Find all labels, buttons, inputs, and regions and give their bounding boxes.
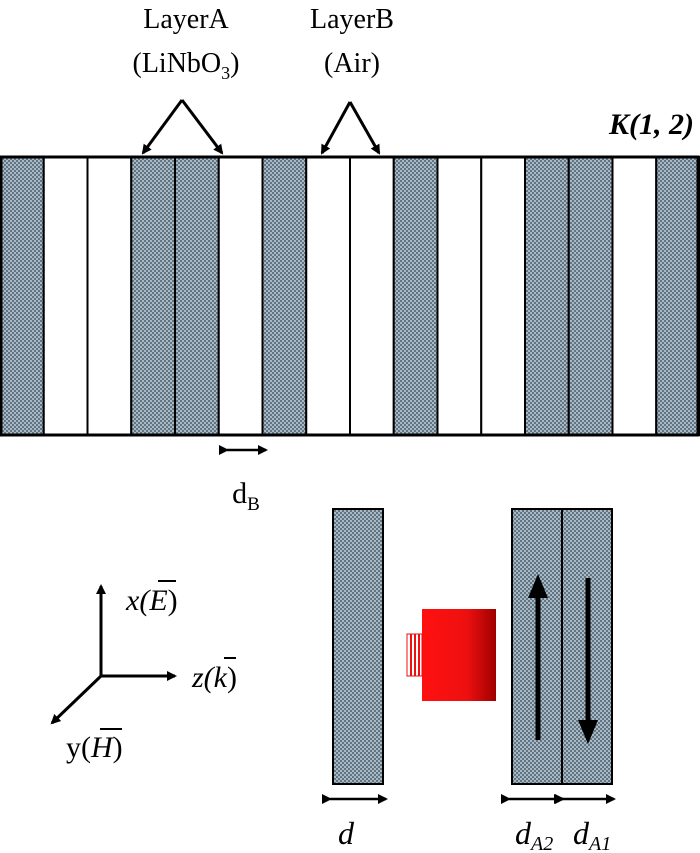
d-a1-sub: A1 [587,833,611,853]
z-axis-symbol: k [214,661,228,694]
stack-outline [0,155,700,437]
layer-a-label: LayerA [143,4,229,35]
layer-stack [0,155,700,437]
layer-a-pointer-arrows [141,99,224,155]
source-body-icon [422,609,496,701]
stack-layer-a [524,156,570,436]
sequence-id-label: K(1, 2) [608,108,694,141]
d-b-sub: B [247,494,260,515]
layer-a-material-suffix: ) [230,48,239,79]
stack-layer-b [42,156,89,436]
d-a2-label: dA2 [515,815,553,853]
x-axis-name: x( [125,584,151,617]
y-axis-name: y( [66,731,91,764]
z-axis-close: ) [227,661,237,694]
stack-layer-b [436,156,483,436]
stack-layer-b [305,156,351,436]
layer-b-label: LayerB [310,4,394,35]
polarization-arrows [528,574,598,744]
d-b-main: d [232,477,247,510]
x-axis-close: ) [168,584,178,617]
d-a1-label: dA1 [573,815,611,853]
stack-layer-b [611,156,658,436]
layer-b-material: (Air) [324,48,380,79]
coordinate-axes [50,584,177,725]
y-axis-label: y(H) [66,731,123,764]
layer-a-material-sub: 3 [221,63,230,83]
z-axis-label: z(k) [191,661,237,694]
d-a2-main: d [515,815,532,851]
stack-layer-a [655,156,700,436]
stack-layer-a [392,156,439,436]
layer-a-material: (LiNbO3) [133,48,240,83]
stack-layer-b [349,156,395,436]
layer-b-pointer-arrows [320,101,381,155]
stack-layer-a [567,156,614,436]
x-axis-label: x(E) [125,584,178,617]
d-b-label: dB [232,477,260,515]
stack-layer-a [0,156,45,436]
single-layer-d [332,508,384,785]
y-axis-arrow [50,674,103,725]
d-a2-sub: A2 [529,833,553,853]
stack-layer-a [261,156,308,436]
stack-layer-b [480,156,526,436]
stack-layer-a [130,156,176,436]
stack-layer-a [174,156,220,436]
x-axis-symbol: E [148,584,167,617]
stack-layer-b [217,156,264,436]
z-axis-name: z( [191,661,216,694]
d-label: d [338,815,355,851]
d-a1-main: d [573,815,590,851]
layer-a-material-prefix: (LiNbO [133,48,222,79]
stack-layer-b [86,156,133,436]
light-source [406,609,496,701]
y-axis-close: ) [113,731,123,764]
y-axis-symbol: H [90,731,115,764]
